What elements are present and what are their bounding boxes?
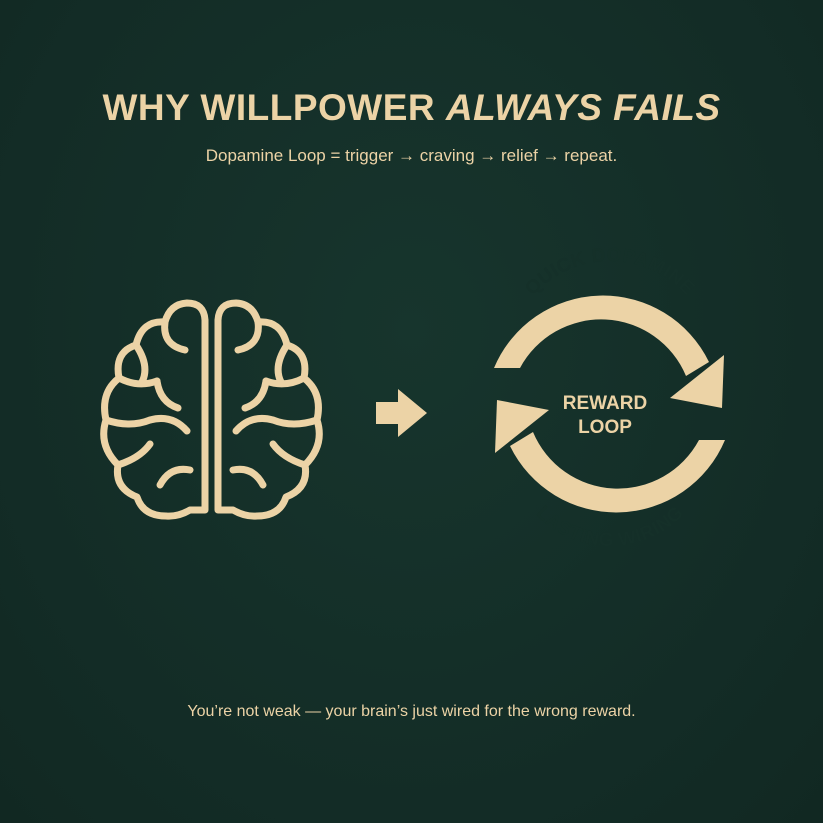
top-arc-label: QUICK DOPAMINE [521, 245, 698, 300]
brain-icon [100, 299, 323, 520]
cycle-center-line2: LOOP [578, 417, 632, 438]
top-arc-label-path: QUICK DOPAMINE [521, 245, 698, 300]
title-accent: ALWAYS FAILS [445, 87, 721, 128]
cycle-arrows-icon [494, 295, 725, 513]
page-title: WHY WILLPOWER ALWAYS FAILS [0, 86, 823, 130]
arrow-right-icon [376, 389, 427, 437]
cycle-center-line1: REWARD [563, 393, 647, 414]
title-main: WHY WILLPOWER [102, 87, 446, 128]
footer-caption: You’re not weak — your brain’s just wire… [187, 703, 636, 720]
subtitle: Dopamine Loop = trigger → craving → reli… [205, 146, 618, 165]
